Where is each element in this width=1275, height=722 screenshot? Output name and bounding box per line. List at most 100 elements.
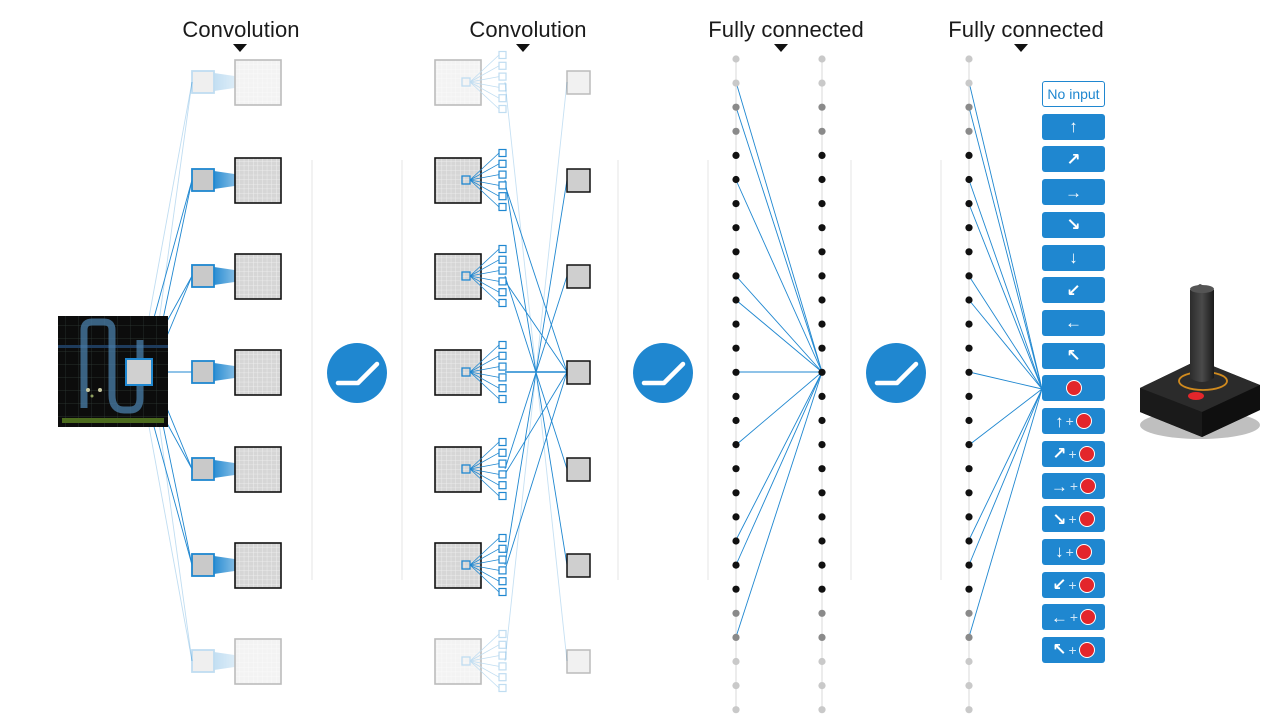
fc-node [732, 175, 740, 184]
filter-square [191, 168, 215, 192]
plus-sign: + [1069, 478, 1079, 495]
fan-line [469, 644, 500, 662]
output-map [566, 553, 591, 578]
fire-button-icon [1078, 576, 1095, 593]
arrow-icon: ↙ [1052, 575, 1067, 594]
fc-node [732, 537, 740, 545]
plus-sign: + [1069, 609, 1079, 626]
fc-node [818, 103, 826, 111]
fire-button-icon [1075, 543, 1092, 560]
fc-node [732, 585, 740, 593]
action-button: ↘ [1042, 211, 1105, 238]
action-button: ↙ [1042, 277, 1105, 304]
feature-unit [434, 244, 591, 308]
fan-line [469, 65, 500, 83]
fc-node [965, 248, 973, 256]
fc-node [732, 561, 740, 569]
fc-node [818, 561, 826, 569]
feature-map [234, 253, 282, 300]
output-map [566, 168, 591, 193]
fan-node [498, 470, 507, 479]
fan-node [498, 351, 507, 360]
fan-line [469, 564, 500, 582]
fan-line [469, 633, 500, 662]
fan-line [469, 564, 500, 593]
fc-node [732, 320, 740, 328]
fc-node [965, 633, 973, 642]
fc-node [818, 248, 826, 256]
connection-line [968, 388, 1043, 541]
fc-node [732, 272, 740, 280]
fc-node [965, 465, 973, 473]
arrow-icon: ↘ [1066, 215, 1081, 235]
connection-line [504, 184, 568, 373]
fan-node [498, 459, 507, 468]
fc-node [965, 513, 973, 521]
fc-node [732, 609, 740, 617]
fan-line [469, 559, 500, 566]
feature-unit [434, 437, 591, 501]
layer-label-conv1: Convolution [182, 17, 300, 42]
fc-node [965, 151, 973, 159]
action-button: ↖+ [1042, 636, 1105, 663]
fan-node [498, 437, 507, 447]
connection-line [735, 371, 823, 541]
fc-node [732, 296, 740, 304]
conv-layer-1 [191, 59, 282, 685]
fan-node [498, 651, 507, 660]
action-button: ↓+ [1042, 538, 1105, 565]
plus-sign: + [1065, 543, 1074, 560]
connection-line [968, 106, 1043, 390]
connection-line [968, 388, 1043, 566]
fire-button-icon [1065, 380, 1082, 397]
relu-icon [633, 343, 693, 403]
fc-node [732, 368, 740, 376]
fc-node [965, 296, 973, 304]
fan-node [498, 533, 507, 543]
fc-node [965, 79, 973, 87]
fc-node [965, 200, 973, 208]
fan-node [498, 683, 507, 693]
feature-map [234, 542, 282, 589]
plus-sign: + [1065, 413, 1074, 429]
filter-square [191, 264, 215, 288]
fc-node [818, 489, 826, 497]
arrow-icon: ↓ [1055, 542, 1064, 562]
fc-node [818, 392, 826, 400]
feature-map [234, 446, 282, 493]
feature-unit [434, 50, 591, 114]
feature-unit [434, 340, 591, 404]
arrow-icon: ← [1050, 607, 1068, 627]
connection-line [735, 81, 823, 373]
fan-line [469, 660, 500, 667]
fan-line [469, 366, 500, 373]
fan-line [469, 468, 500, 486]
fire-button-icon [1078, 641, 1095, 658]
filter-square [461, 656, 471, 666]
fan-node [498, 629, 507, 639]
fc-node [818, 465, 826, 473]
fc-node [818, 513, 826, 521]
fan-line [469, 463, 500, 470]
output-map [566, 649, 591, 674]
fire-button-icon [1078, 511, 1095, 528]
filter-square [191, 70, 215, 94]
fc-node [732, 200, 740, 208]
fan-node [498, 577, 507, 586]
plus-sign: + [1068, 576, 1077, 593]
feature-unit [191, 638, 282, 685]
fc-node [818, 55, 826, 63]
fan-line [469, 81, 500, 88]
action-button: ← [1042, 309, 1105, 336]
connection-line [968, 81, 1043, 390]
fan-node [498, 566, 507, 575]
fc-node [732, 344, 740, 352]
fan-node [498, 181, 507, 190]
fc-node [965, 489, 973, 497]
arrow-icon: ← [1065, 313, 1082, 333]
fan-node [498, 94, 507, 103]
fan-line [469, 179, 500, 186]
fc-node [732, 657, 740, 666]
arrow-icon: ↗ [1066, 149, 1081, 169]
fc-node [732, 79, 740, 87]
